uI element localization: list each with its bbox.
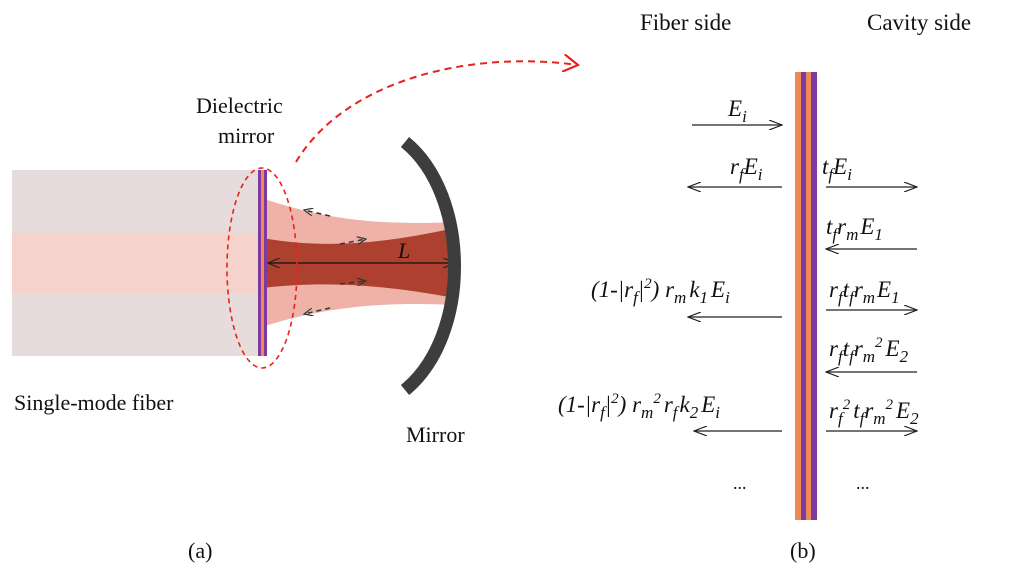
ellipsis-left: ...: [733, 473, 747, 493]
dielectric-label-line2: mirror: [218, 123, 275, 148]
slab-orange-mid: [806, 72, 811, 520]
returning-field-1: tfrmE1: [826, 214, 917, 249]
panel-b-label: (b): [790, 538, 816, 563]
fiber-label: Single-mode fiber: [14, 390, 174, 415]
dielectric-coating-purple-1: [258, 170, 261, 356]
fiber-core: [12, 233, 262, 293]
svg-text:rfEi: rfEi: [730, 154, 763, 184]
slab-purple-2: [811, 72, 817, 520]
slab-orange-left: [795, 72, 801, 520]
reflected-arrow-top: [304, 210, 331, 217]
cavity-length-label: L: [397, 238, 410, 263]
panel-b: Fiber side Cavity side Ei rfEi tfEi tfrm…: [558, 10, 971, 563]
zoom-arrow: [295, 61, 578, 163]
first-transmission: tfEi: [822, 154, 917, 187]
panel-a: L Dielectric mirror Single-mode fiber Mi…: [12, 61, 578, 563]
dielectric-label-line1: Dielectric: [196, 93, 283, 118]
ellipsis-right: ...: [856, 473, 870, 493]
curved-mirror: [400, 136, 461, 396]
reflected-arrow-bottom: [304, 307, 331, 314]
highlight-ellipse: [226, 167, 298, 369]
svg-text:rftfrmE1: rftfrmE1: [829, 277, 900, 307]
cavity-side-label: Cavity side: [867, 10, 971, 35]
dielectric-coating-orange: [261, 170, 264, 356]
mirror-label: Mirror: [406, 422, 465, 447]
reflected-back-1: rftfrmE1: [826, 277, 917, 310]
first-reflection: rfEi: [688, 154, 782, 187]
forward-arrow-top: [339, 239, 366, 245]
svg-text:Ei: Ei: [727, 96, 747, 126]
svg-text:tfEi: tfEi: [822, 154, 852, 184]
panel-a-label: (a): [188, 538, 212, 563]
incident-field: Ei: [692, 96, 782, 126]
forward-arrow-bottom: [339, 281, 366, 284]
slab-purple-1: [801, 72, 806, 520]
svg-text:tfrmE1: tfrmE1: [826, 214, 883, 244]
dielectric-coating-purple-2: [264, 170, 267, 356]
fiber-side-label: Fiber side: [640, 10, 731, 35]
